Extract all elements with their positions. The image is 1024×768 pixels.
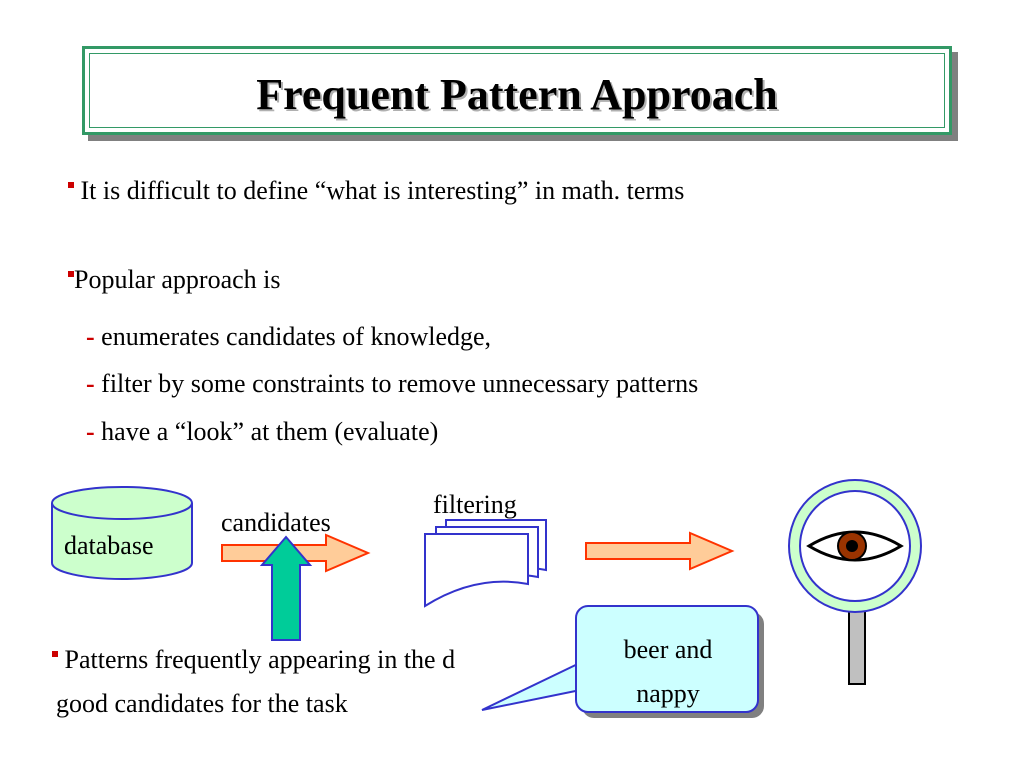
callout-text: beer and nappy: [578, 628, 758, 716]
callout-bubble: [481, 605, 764, 718]
slide-title: Frequent Pattern Approach: [256, 70, 778, 119]
bullet-3-line-1: Patterns frequently appearing in the d: [52, 645, 455, 675]
sub-bullet-3-text: have a “look” at them (evaluate): [101, 417, 439, 446]
database-label: database: [64, 531, 154, 560]
callout-line-1: beer and: [623, 635, 713, 664]
square-bullet-icon: [68, 271, 74, 277]
bullet-3-line-2: good candidates for the task: [56, 689, 348, 719]
dash-bullet-icon: -: [86, 417, 95, 446]
bullet-1: It is difficult to define “what is inter…: [68, 176, 684, 206]
sub-bullet-2-text: filter by some constraints to remove unn…: [101, 369, 699, 398]
filter-documents-icon: [424, 519, 547, 608]
title-inner-border: [89, 53, 945, 128]
sub-bullet-2: - filter by some constraints to remove u…: [86, 369, 698, 399]
dash-bullet-icon: -: [86, 322, 95, 351]
bullet-3-text-line-1: Patterns frequently appearing in the d: [64, 645, 456, 674]
sub-bullet-1: - enumerates candidates of knowledge,: [86, 322, 491, 352]
callout-line-2: nappy: [636, 679, 700, 708]
bullet-2: Popular approach is: [68, 265, 281, 295]
square-bullet-icon: [52, 651, 58, 657]
bullet-2-text: Popular approach is: [74, 265, 281, 294]
right-arrow-icon: [585, 531, 735, 571]
filtering-label: filtering: [433, 490, 517, 519]
database-cylinder-icon: [51, 486, 193, 580]
sub-bullet-3: - have a “look” at them (evaluate): [86, 417, 438, 447]
bullet-3-text-line-2: good candidates for the task: [56, 689, 348, 718]
title-box: Frequent Pattern Approach: [82, 46, 952, 135]
candidates-label: candidates: [221, 508, 331, 537]
sub-bullet-1-text: enumerates candidates of knowledge,: [101, 322, 492, 351]
dash-bullet-icon: -: [86, 369, 95, 398]
up-arrow-icon: [259, 535, 313, 641]
bullet-1-text: It is difficult to define “what is inter…: [80, 176, 685, 205]
magnifier-eye-icon: [788, 479, 922, 685]
square-bullet-icon: [68, 182, 74, 188]
